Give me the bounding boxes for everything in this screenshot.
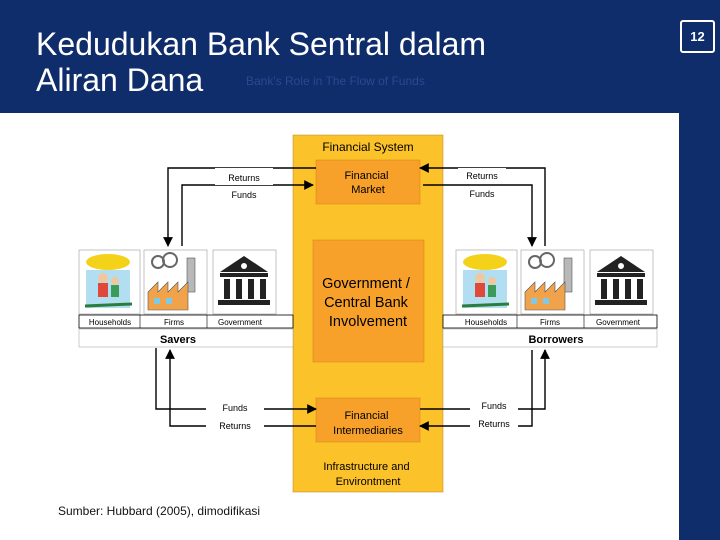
savers-group-label-box [78,328,294,348]
financial-market-label: Financial Market [344,170,391,196]
borrowers-households-label: Households [465,318,507,327]
government-line-3: Involvement [329,314,407,330]
infrastructure-label: Infrastructure and Environtment [323,461,412,488]
header-bar [0,0,720,113]
government-line-1: Government / [322,276,411,292]
title-line-2: Aliran Dana [36,62,204,98]
borrowers-label: Borrowers [528,334,583,346]
right-returns-bottom-box [470,417,518,433]
left-funds-top-box [215,186,273,202]
savers-label-row [78,314,294,329]
page-subtitle: Bank's Role in The Flow of Funds [246,74,425,88]
infrastructure-line-2: Environtment [336,476,401,488]
left-funds-bottom-box [206,399,264,415]
right-bottom-flow [419,349,550,431]
government-building-image [212,249,277,315]
left-returns-bottom-box [206,417,264,433]
right-funds-bottom-label: Funds [481,401,507,411]
financial-intermediaries-label: Financial Intermediaries [333,410,403,437]
right-funds-bottom-box [470,399,518,415]
right-funds-top-label: Funds [469,189,495,199]
right-returns-top-label: Returns [466,171,498,181]
financial-market-box [315,159,421,205]
right-returns-bottom-label: Returns [478,419,510,429]
savers-group: Households Firms Government Savers [78,249,294,348]
government-box [312,239,425,363]
title-line-1: Kedudukan Bank Sentral dalam [36,26,487,62]
government-label: Government / Central Bank Involvement [322,276,414,330]
right-sidebar [679,113,720,540]
borrowers-group-label-box [442,328,658,348]
source-note: Sumber: Hubbard (2005), dimodifikasi [58,504,261,518]
financial-intermediaries-line-1: Financial [344,410,388,422]
left-returns-top-box [215,168,273,185]
financial-intermediaries-line-2: Intermediaries [333,425,403,437]
government-building-image-right [589,249,654,315]
right-funds-top-box [458,186,506,202]
firms-image-right [520,249,585,315]
borrowers-firms-label: Firms [540,318,560,327]
borrowers-government-label: Government [596,318,641,327]
page-number: 12 [680,20,715,53]
infrastructure-line-1: Infrastructure and [323,461,409,473]
left-returns-top-label: Returns [228,173,260,183]
financial-system-label: Financial System [322,140,413,154]
financial-market-line-1: Financial [344,170,388,182]
government-line-2: Central Bank [324,295,409,311]
firms-image [143,249,208,315]
households-image-right [455,249,518,315]
left-funds-top-label: Funds [231,190,257,200]
savers-households-label: Households [89,318,131,327]
households-image [78,249,141,315]
savers-label: Savers [160,334,196,346]
left-funds-bottom-label: Funds [222,403,248,413]
financial-market-line-2: Market [351,184,385,196]
page-title: Kedudukan Bank Sentral dalam Aliran Dana [36,26,486,98]
borrowers-label-row [442,314,658,329]
savers-government-label: Government [218,318,263,327]
borrowers-group: Households Firms Government Borrowers [442,249,658,348]
right-returns-top-box [458,168,506,184]
left-returns-bottom-label: Returns [219,421,251,431]
financial-intermediaries-box [315,397,421,443]
savers-firms-label: Firms [164,318,184,327]
